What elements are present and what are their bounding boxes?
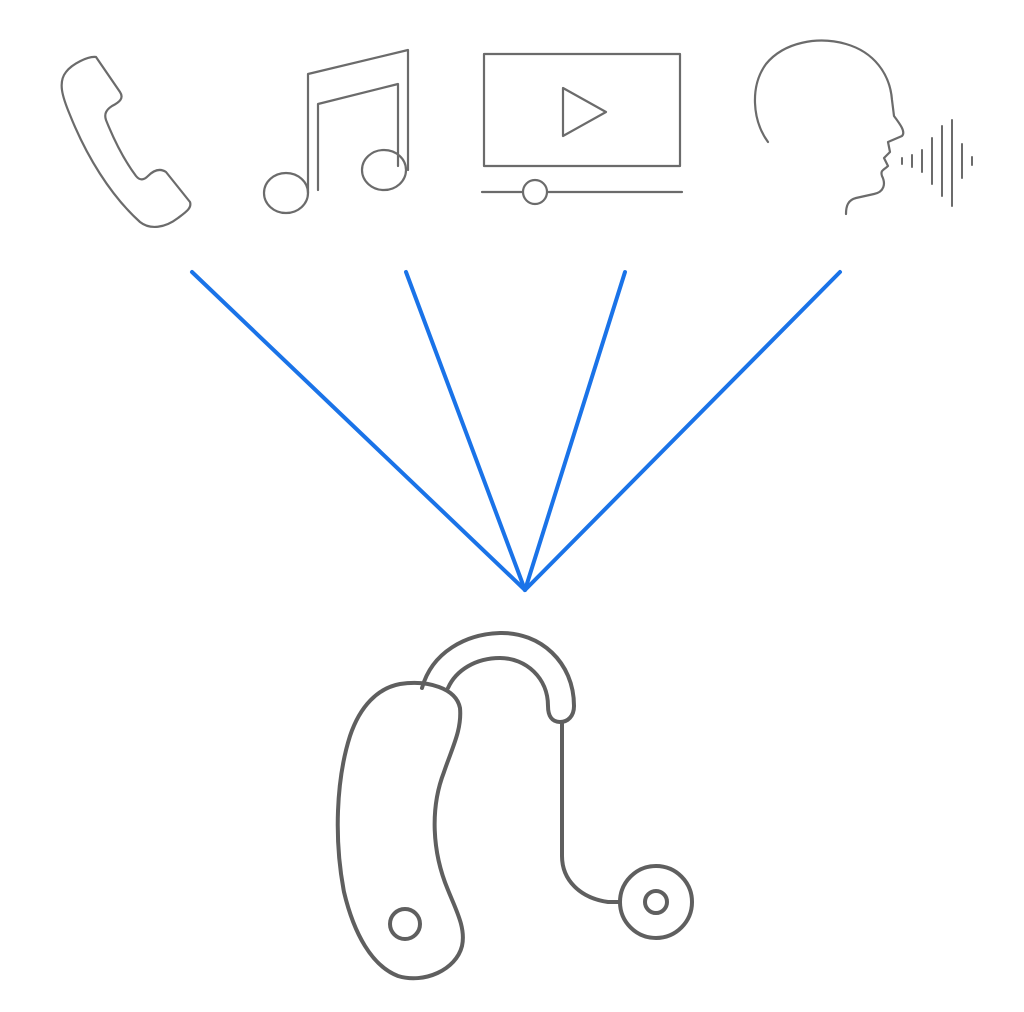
sound-wave-icon	[901, 119, 973, 207]
phone-icon	[60, 55, 192, 228]
connector-line-video	[523, 270, 627, 592]
connector-line-music	[404, 270, 527, 592]
connector-line-phone	[190, 270, 527, 592]
connector-line-speech	[523, 270, 842, 592]
speaking-person-icon	[753, 39, 973, 216]
video-player-icon	[480, 52, 684, 206]
connector-lines	[190, 270, 842, 592]
hearing-aid-icon	[335, 630, 694, 981]
hearing-aid-button	[388, 907, 422, 941]
music-note-icon	[262, 48, 410, 215]
